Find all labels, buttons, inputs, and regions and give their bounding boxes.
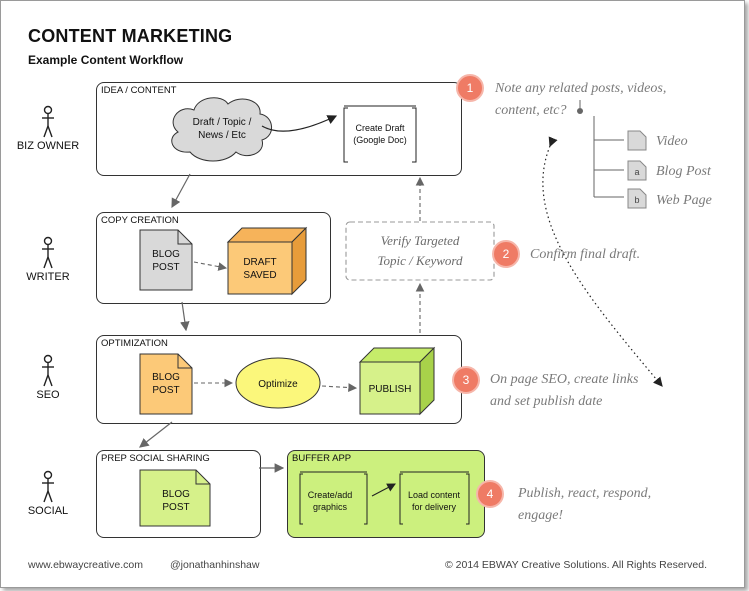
arrow-optimize-to-publish — [321, 383, 358, 392]
publish-cube: PUBLISH — [358, 346, 436, 416]
arrow-cloud-to-draft — [261, 115, 338, 132]
note-1-line-2: content, etc? — [495, 102, 567, 118]
footer-twitter: @jonathanhinshaw — [170, 559, 260, 571]
page-title: CONTENT MARKETING — [28, 26, 233, 46]
note-2: Confirm final draft. — [530, 244, 640, 266]
seo-blog-post-doc: BLOG POST — [139, 353, 193, 415]
cloud-text-line-2: News / Etc — [198, 130, 246, 141]
graphics-line-1: Create/add — [308, 490, 353, 500]
dotted-loop-arrow — [542, 136, 663, 387]
person-social-icon — [42, 470, 54, 503]
stage-copy-label: COPY CREATION — [101, 215, 179, 226]
related-video-label: Video — [656, 134, 688, 149]
arrow-idea-to-copy — [171, 173, 191, 209]
stage-social-label: PREP SOCIAL SHARING — [101, 453, 210, 464]
buffer-load-content: Load content for delivery — [399, 471, 470, 525]
stage-buffer-label: BUFFER APP — [292, 453, 352, 464]
arrow-optimization-to-social — [139, 421, 173, 448]
graphics-line-2: graphics — [313, 502, 348, 512]
step-badge-1: 1 — [456, 74, 484, 102]
blog-post-file-letter: a — [634, 167, 639, 177]
step-badge-2: 2 — [492, 240, 520, 268]
note-1-line-1: Note any related posts, videos, — [495, 81, 667, 96]
writer-blog-post-doc: BLOG POST — [139, 229, 193, 291]
social-blog-line-1: BLOG — [162, 489, 190, 500]
person-seo-icon — [42, 354, 54, 387]
verify-line-1: Verify Targeted — [381, 233, 460, 248]
verify-box — [345, 221, 495, 281]
web-page-file-letter: b — [634, 195, 639, 205]
note-4-line-1: Publish, react, respond, — [518, 486, 652, 501]
related-web-page-label: Web Page — [656, 193, 712, 208]
draft-text-line-1: Create Draft — [355, 123, 405, 133]
seo-blog-line-1: BLOG — [152, 372, 180, 383]
note-4-line-2: engage! — [518, 507, 564, 523]
person-writer-icon — [42, 236, 54, 269]
optimize-label: Optimize — [258, 379, 298, 390]
create-draft-doc: Create Draft (Google Doc) — [343, 105, 417, 163]
role-label-social: SOCIAL — [27, 505, 69, 517]
web-page-file-icon: b — [627, 188, 647, 209]
arrow-graphics-to-load — [371, 483, 396, 497]
publish-label: PUBLISH — [369, 384, 412, 395]
note-4: Publish, react, respond, engage! — [518, 483, 651, 526]
cloud-text-line-1: Draft / Topic / — [193, 117, 252, 128]
writer-blog-line-1: BLOG — [152, 249, 180, 260]
footer-copyright: © 2014 EBWAY Creative Solutions. All Rig… — [445, 559, 707, 571]
step-badge-3: 3 — [452, 366, 480, 394]
note-3: On page SEO, create links and set publis… — [490, 369, 638, 412]
saved-line-1: DRAFT — [243, 257, 276, 268]
seo-blog-line-2: POST — [152, 385, 179, 396]
footer-website: www.ebwaycreative.com — [28, 559, 143, 571]
role-label-seo: SEO — [36, 389, 60, 401]
social-blog-post-doc: BLOG POST — [139, 469, 211, 527]
stage-buffer-app: BUFFER APP — [287, 450, 485, 538]
optimize-ellipse: Optimize — [235, 357, 321, 409]
buffer-create-graphics: Create/add graphics — [299, 471, 368, 525]
stage-idea-label: IDEA / CONTENT — [101, 85, 177, 96]
saved-line-2: SAVED — [243, 270, 276, 281]
arrow-copy-to-optimization — [180, 301, 190, 332]
note-1: Note any related posts, videos, content,… — [495, 78, 666, 121]
load-line-2: for delivery — [412, 502, 457, 512]
note-3-line-2: and set publish date — [490, 393, 603, 409]
note-3-line-1: On page SEO, create links — [490, 372, 639, 387]
stage-optimization-label: OPTIMIZATION — [101, 338, 168, 349]
verify-line-2: Topic / Keyword — [378, 253, 463, 268]
arrow-blog-to-saved — [193, 261, 228, 271]
writer-blog-line-2: POST — [152, 262, 179, 273]
blog-post-file-icon: a — [627, 160, 647, 181]
person-biz-owner-icon — [42, 105, 54, 138]
related-tree-node — [577, 108, 583, 114]
draft-saved-cube: DRAFT SAVED — [226, 226, 308, 296]
step-badge-4: 4 — [476, 480, 504, 508]
social-blog-line-2: POST — [162, 502, 189, 513]
idea-cloud: Draft / Topic / News / Etc — [171, 97, 272, 162]
stage-idea-content: IDEA / CONTENT — [96, 82, 462, 176]
load-line-1: Load content — [408, 490, 461, 500]
note-2-line-1: Confirm final draft. — [530, 247, 641, 262]
role-label-writer: WRITER — [26, 271, 70, 283]
related-blog-post-label: Blog Post — [656, 164, 712, 179]
page-subtitle: Example Content Workflow — [28, 53, 184, 67]
role-label-biz-owner: BIZ OWNER — [16, 140, 80, 152]
video-file-icon — [627, 130, 647, 151]
draft-text-line-2: (Google Doc) — [353, 135, 407, 145]
